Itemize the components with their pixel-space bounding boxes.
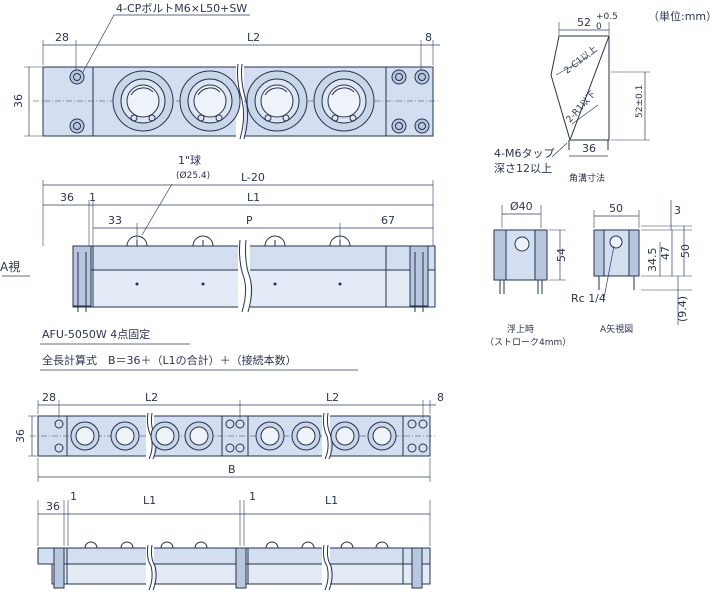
dim-b: B (228, 463, 236, 476)
groove-tol-dn: 0 (596, 22, 602, 32)
a-345: 34.5 (646, 248, 659, 273)
rc-label: Rc 1/4 (571, 292, 606, 305)
dim-1-side: 1 (89, 191, 96, 204)
top-view: 28 L2 8 36 4-CPボルトM6×L50+SW (12, 2, 440, 140)
ball-label: 1"球 (178, 153, 201, 167)
side-view: L-20 36 1 L1 33 P 67 1"球 (Ø25.4) A視 AFU-… (0, 153, 436, 371)
a-50: 50 (609, 202, 623, 215)
c1-label: 2-C1以上 (562, 44, 599, 77)
ball-unit-icon (112, 70, 375, 132)
a-50-v: 50 (679, 244, 692, 258)
groove-36: 36 (582, 142, 596, 155)
bolt-icon (54, 419, 428, 453)
unit-label: （単位:mm） (648, 9, 717, 23)
dim-l2-a: L2 (145, 391, 158, 404)
dim-28: 28 (55, 31, 69, 44)
dim-1-c-a: 1 (70, 490, 77, 503)
dim-33: 33 (108, 214, 122, 227)
bolt-icon (69, 69, 430, 134)
tap-label: 4-M6タップ (494, 147, 554, 160)
groove-tol-up: +0.5 (596, 12, 618, 22)
tap-depth-label: 深さ12以上 (494, 162, 552, 175)
dim-28-b: 28 (42, 391, 56, 404)
combined-top-view: 28 L2 L2 8 36 B (14, 391, 444, 482)
groove-52-side: 52±0.1 (635, 85, 645, 118)
fixing-label: AFU-5050W 4点固定 (42, 327, 150, 341)
dim-8-b: 8 (437, 391, 444, 404)
dim-1-c-b: 1 (249, 490, 256, 503)
ball-dia-label: (Ø25.4) (176, 170, 210, 181)
dim-p: P (246, 214, 253, 227)
dim-36-side: 36 (60, 191, 74, 204)
float-54: 54 (555, 248, 568, 262)
float-sub: （ストローク4mm） (485, 337, 571, 348)
dim-67: 67 (381, 214, 395, 227)
dim-l1-c-a: L1 (143, 494, 156, 507)
formula-label: 全長計算式 B＝36＋（L1の合計）＋（接続本数） (42, 353, 297, 367)
a-view-label: A視 (0, 259, 20, 274)
a-47: 47 (659, 246, 672, 260)
float-caption: 浮上時 (507, 323, 534, 335)
groove-caption: 角溝寸法 (569, 172, 605, 184)
dim-36-c: 36 (46, 500, 60, 513)
dim-l1: L1 (247, 191, 260, 204)
dim-36-b: 36 (14, 429, 27, 443)
groove-52: 52 (577, 16, 591, 29)
float-view: Ø40 54 浮上時 （ストローク4mm） (485, 200, 571, 348)
dim-l-20: L-20 (241, 171, 265, 184)
a-94: (9.4) (676, 296, 689, 322)
dim-l2-b: L2 (326, 391, 339, 404)
a-view-caption: A矢視図 (600, 323, 633, 335)
a-3: 3 (674, 204, 681, 217)
a-arrow-view: 50 3 34.5 47 50 (9.4) Rc 1/4 A矢視図 (571, 200, 692, 335)
combined-side-view: 36 1 L1 1 L1 (37, 490, 431, 591)
ball-icon (84, 541, 389, 549)
dim-36: 36 (12, 94, 25, 108)
ball-unit-icon (70, 421, 397, 451)
bolt-label: 4-CPボルトM6×L50+SW (116, 2, 247, 15)
dim-8: 8 (425, 31, 432, 44)
dim-l1-c-b: L1 (325, 494, 338, 507)
r1-label: 2-R1以下 (565, 89, 599, 125)
float-d40: Ø40 (510, 200, 533, 213)
groove-view: 52 +0.5 0 （単位:mm） 52±0.1 2-C1以上 2-R1以下 3… (494, 9, 717, 184)
dim-l2: L2 (247, 31, 260, 44)
